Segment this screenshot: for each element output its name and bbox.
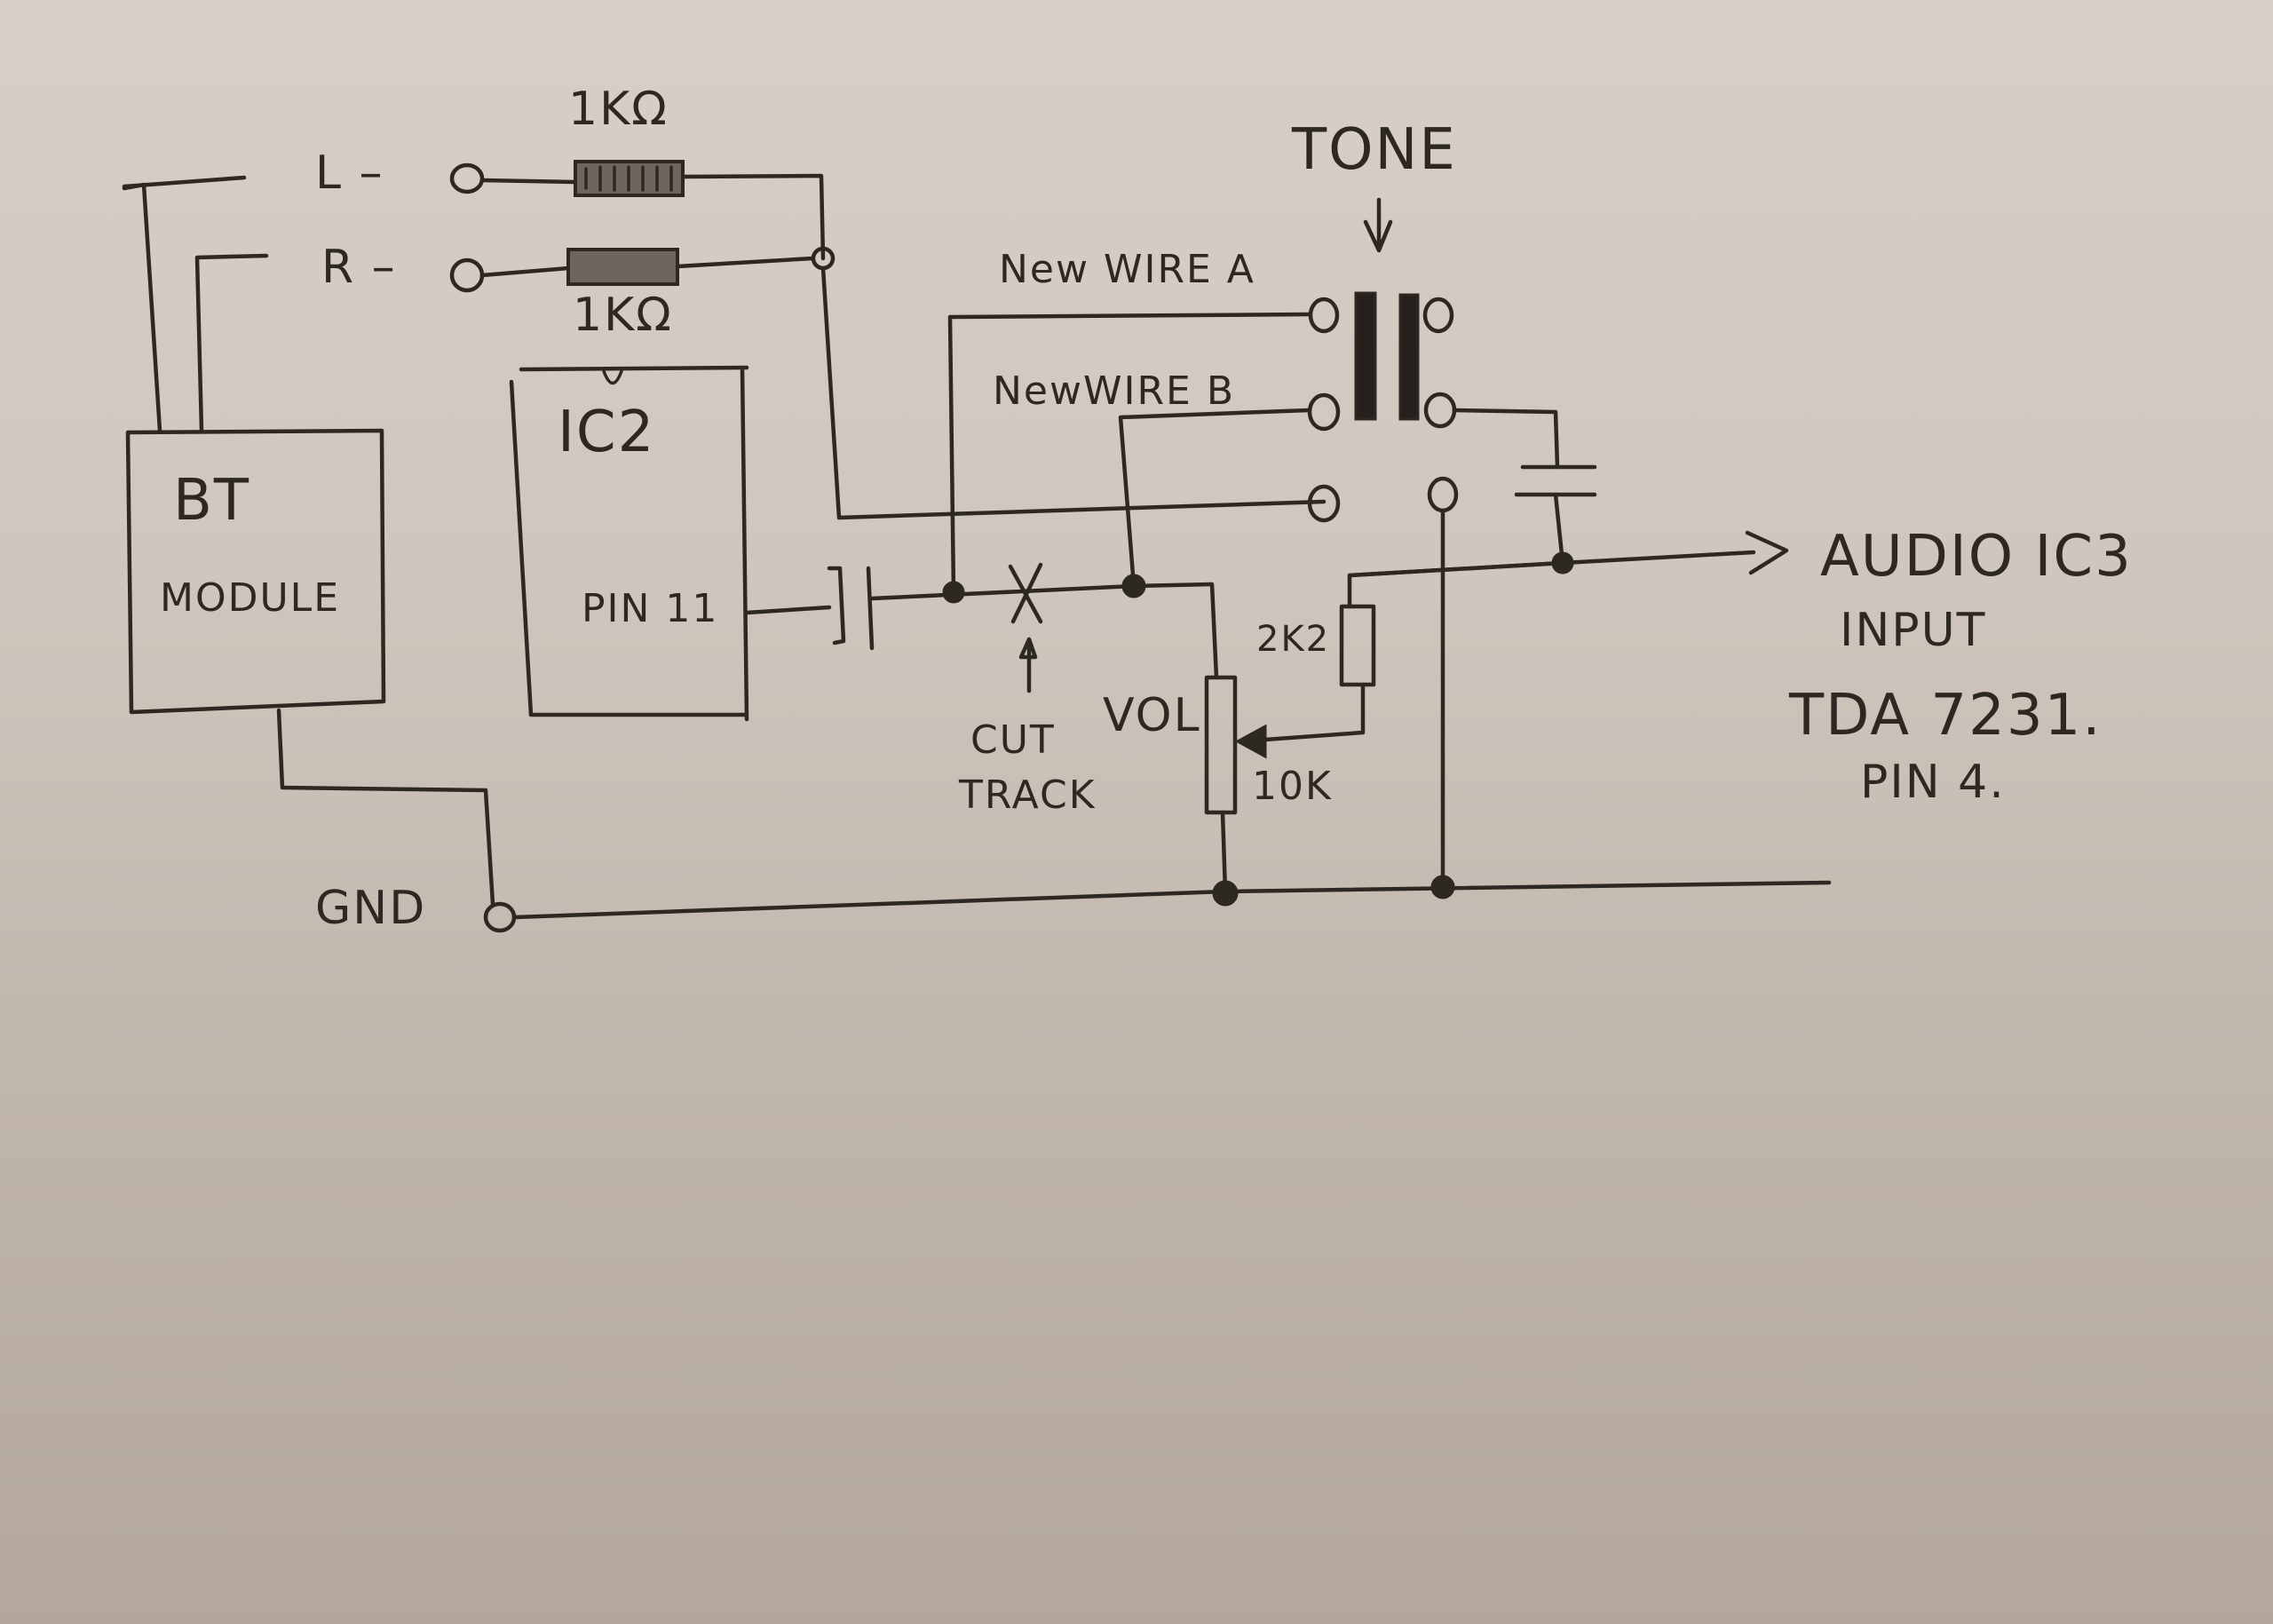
wire-left-resistor-to-junction bbox=[680, 173, 826, 261]
ic2-pin-label: PIN 11 bbox=[582, 586, 718, 631]
volume-pot bbox=[1204, 675, 1238, 815]
resistor-right bbox=[566, 248, 679, 286]
cut-track-marker: CUT TRACK bbox=[958, 562, 1097, 818]
volume-pot-label: VOL bbox=[1103, 689, 1201, 742]
ground-label: GND bbox=[315, 882, 426, 935]
resistor-right-value: 1KΩ bbox=[573, 289, 673, 342]
volume-pot-value: 10K bbox=[1252, 764, 1333, 809]
ground-rail bbox=[512, 880, 1832, 920]
wire-cap-to-node bbox=[869, 583, 1136, 601]
switch-terminal-b-right bbox=[1423, 392, 1457, 429]
ic2: IC2 PIN 11 bbox=[509, 365, 749, 722]
bt-module: BT MODULE bbox=[125, 428, 386, 715]
right-channel-label: R – bbox=[321, 241, 397, 294]
left-channel-label: L – bbox=[315, 147, 384, 200]
wire-pin11-to-cap bbox=[744, 605, 832, 615]
switch-terminal-a-right bbox=[1422, 297, 1454, 334]
wire-right-to-resistor bbox=[479, 265, 571, 278]
output-label-line4: PIN 4. bbox=[1860, 756, 2006, 809]
wire-left-to-resistor bbox=[479, 178, 578, 185]
new-wire-a-label: New WIRE A bbox=[999, 247, 1255, 292]
wire-bt-to-ground bbox=[276, 708, 495, 907]
wire-tone-cap-to-output bbox=[1553, 492, 1565, 566]
output-label-line3: TDA 7231. bbox=[1788, 683, 2103, 749]
ground-junction-pot bbox=[1212, 880, 1239, 907]
wire-pot-to-ground bbox=[1220, 810, 1228, 894]
new-wire-b-label: NewWIRE B bbox=[993, 368, 1235, 414]
wire-wiper-to-2k2 bbox=[1263, 682, 1366, 742]
cut-track-label-2: TRACK bbox=[958, 772, 1097, 818]
bt-module-label: BT bbox=[173, 468, 250, 534]
switch-terminal-c-left bbox=[1307, 484, 1341, 523]
wire-node-to-pot bbox=[1131, 582, 1219, 680]
output-arrow-icon bbox=[1745, 530, 1789, 575]
wire-right-resistor-to-junction bbox=[675, 256, 815, 269]
switch-terminal-a-left bbox=[1308, 297, 1340, 334]
coupling-cap-plate-left bbox=[827, 566, 846, 646]
switch-actuator-right bbox=[1398, 293, 1420, 421]
switch-terminal-c-right bbox=[1427, 476, 1459, 513]
bt-module-sublabel: MODULE bbox=[160, 575, 340, 621]
switch-terminal-b-left bbox=[1307, 392, 1341, 432]
wire-bt-left bbox=[122, 175, 247, 433]
new-wire-a bbox=[947, 312, 1311, 595]
cut-x-icon bbox=[1008, 562, 1043, 624]
wire-output bbox=[1347, 550, 1756, 578]
bt-module-box bbox=[125, 428, 386, 715]
cut-arrow-up-icon bbox=[1018, 637, 1038, 693]
wire-bt-right bbox=[194, 253, 269, 433]
ground-terminal bbox=[483, 901, 517, 933]
wire-switch-to-tone-cap bbox=[1452, 408, 1560, 470]
output-label-line1: AUDIO IC3 bbox=[1820, 524, 2133, 590]
resistor-2k2 bbox=[1339, 604, 1376, 687]
resistor-left-hatching bbox=[584, 165, 673, 192]
coupling-cap-plate-right bbox=[866, 566, 875, 651]
tone-switch: TONE bbox=[1291, 117, 1459, 523]
ic2-notch bbox=[602, 369, 623, 385]
ic2-box bbox=[509, 365, 749, 722]
right-input-terminal bbox=[449, 257, 485, 293]
cut-track-label-1: CUT bbox=[970, 717, 1056, 763]
left-input-terminal bbox=[449, 162, 485, 194]
new-wire-b bbox=[1118, 408, 1311, 589]
wire-sum-to-switch bbox=[820, 265, 1327, 520]
tone-switch-label: TONE bbox=[1291, 117, 1457, 183]
output-label-line2: INPUT bbox=[1840, 604, 1986, 657]
ic2-label: IC2 bbox=[558, 400, 655, 465]
resistor-2k2-value: 2K2 bbox=[1256, 619, 1330, 660]
ground-junction-switch bbox=[1430, 875, 1455, 899]
switch-actuator-left bbox=[1354, 291, 1377, 421]
resistor-left-value: 1KΩ bbox=[568, 83, 669, 136]
pot-wiper-arrow-icon bbox=[1234, 724, 1267, 759]
tone-arrow-down-icon bbox=[1363, 197, 1393, 253]
